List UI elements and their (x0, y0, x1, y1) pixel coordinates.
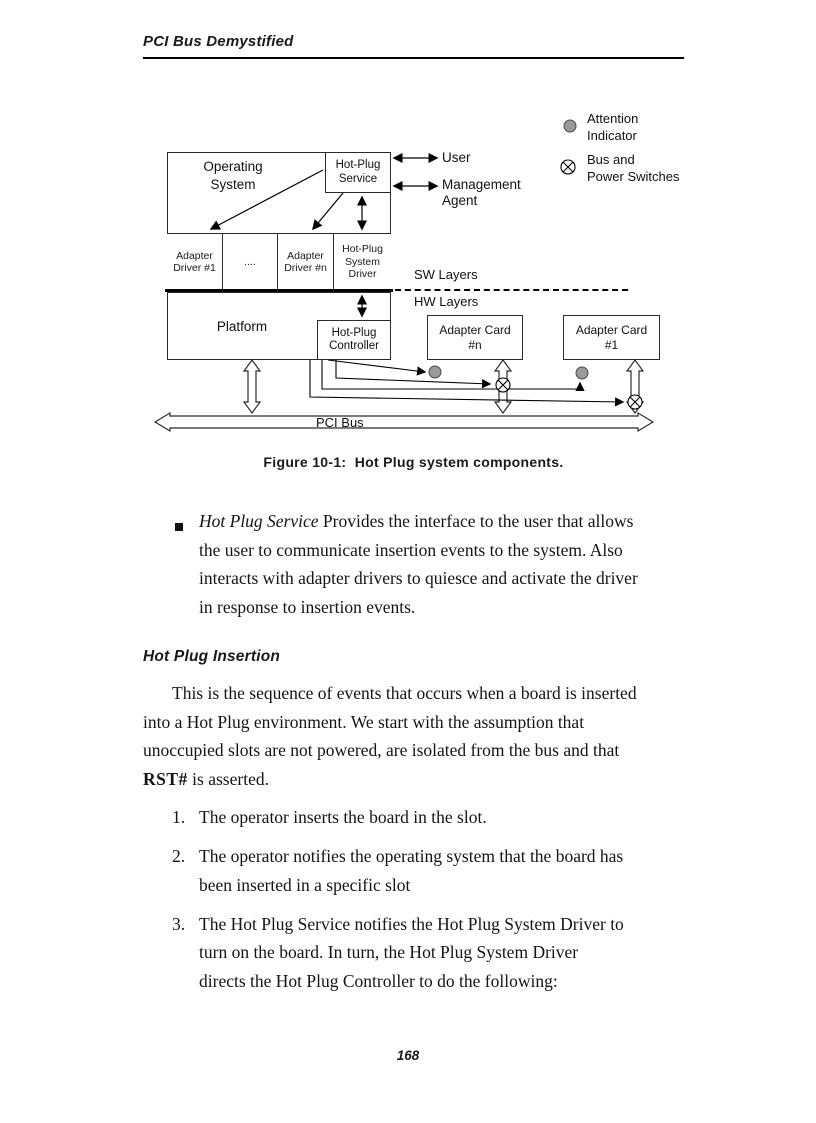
hot-plug-system-driver-box: Hot-Plug System Driver (334, 233, 391, 290)
section-heading: Hot Plug Insertion (143, 648, 281, 665)
page-header-title: PCI Bus Demystified (143, 33, 294, 50)
list-item-text: The operator notifies the operating syst… (199, 846, 624, 895)
adapter-1-slot-connector-arrow (625, 358, 645, 415)
bullet-item: Hot Plug Service Provides the interface … (199, 507, 646, 621)
controller-to-attention-n-line (327, 359, 427, 376)
sw-layers-label: SW Layers (414, 267, 478, 282)
rst-signal-keyword: RST# (143, 768, 188, 789)
intro-paragraph: This is the sequence of events that occu… (143, 683, 637, 789)
adapter-card-n-box: Adapter Card #n (427, 315, 523, 360)
list-item-text: The Hot Plug Service notifies the Hot Pl… (199, 913, 624, 991)
bullet-term: Hot Plug Service (199, 511, 319, 531)
list-item: 1. The operator inserts the board in the… (172, 803, 627, 832)
hot-plug-controller-box: Hot-Plug Controller (317, 320, 391, 360)
list-item-number: 2. (172, 846, 186, 867)
driver-ellipsis-cell: .... (223, 233, 278, 290)
list-item-number: 1. (172, 807, 186, 827)
legend-attention-label: Attention Indicator (587, 111, 639, 143)
legend-switches-label: Bus and Power Switches (587, 152, 680, 184)
platform-label: Platform (216, 318, 268, 334)
switch-symbol-adapter-n (495, 377, 511, 393)
hot-plug-service-box: Hot-Plug Service (325, 152, 391, 193)
bullet-marker (175, 523, 183, 531)
driver-row: Adapter Driver #1 .... Adapter Driver #n… (167, 233, 391, 290)
attention-indicator-adapter-1 (575, 366, 589, 380)
page-number: 168 (396, 1048, 420, 1063)
hot-plug-diagram: Operating System Hot-Plug Service Adapte… (150, 100, 710, 445)
bullet-body: Provides the interface to the user that … (199, 511, 638, 617)
platform-slot-connector-arrow (242, 358, 262, 415)
management-agent-label: Management Agent (442, 177, 521, 208)
controller-to-switch-1-line (309, 360, 625, 407)
header-rule (143, 57, 684, 59)
adapter-n-slot-connector-arrow (493, 358, 513, 415)
list-item-number: 3. (172, 913, 186, 934)
legend-attention-icon (563, 119, 577, 133)
sw-hw-divider-dashed-line (395, 289, 628, 291)
adapter-card-1-box: Adapter Card #1 (563, 315, 660, 360)
list-item: 2. The operator notifies the operating s… (172, 842, 627, 899)
figure-caption: Figure 10-1: Hot Plug system components. (263, 454, 564, 470)
operating-system-label: Operating System (203, 159, 263, 192)
sw-hw-divider-line (165, 289, 393, 292)
numbered-list: 1. The operator inserts the board in the… (172, 803, 627, 1006)
adapter-driver-n-box: Adapter Driver #n (278, 233, 334, 290)
legend-switch-icon (560, 159, 576, 175)
switch-symbol-adapter-1 (627, 394, 643, 410)
controller-to-switch-n-line (335, 360, 492, 389)
controller-to-attention-1-line (321, 360, 580, 390)
adapter-driver-1-box: Adapter Driver #1 (167, 233, 223, 290)
pci-bus-label: PCI Bus (316, 415, 364, 430)
attention-indicator-adapter-n (428, 365, 442, 379)
list-item-text: The operator inserts the board in the sl… (199, 807, 487, 827)
user-label: User (442, 150, 471, 165)
list-item: 3. The Hot Plug Service notifies the Hot… (172, 910, 627, 996)
pci-bus-arrow (153, 411, 655, 433)
hw-layers-label: HW Layers (414, 294, 479, 309)
